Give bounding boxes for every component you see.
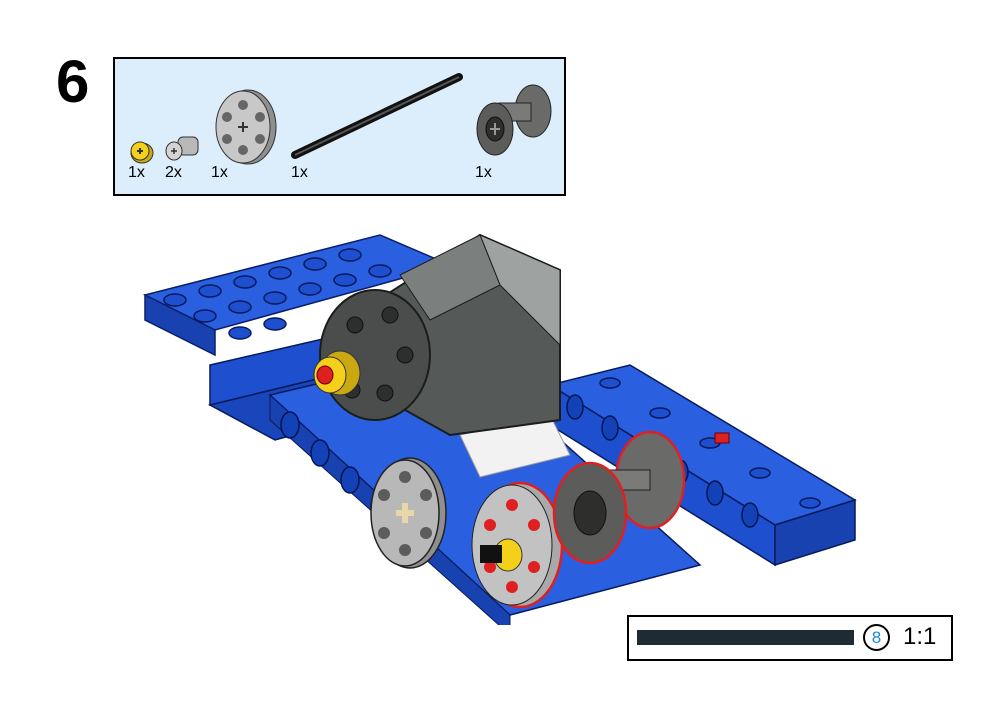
scale-ruler-box: 8 1:1: [627, 615, 953, 661]
scale-ratio: 1:1: [903, 623, 937, 650]
part-qty: 1x: [128, 164, 145, 181]
parts-list-panel: 1x 2x 1x 1x 1x: [113, 57, 566, 196]
step-number: 6: [56, 48, 90, 115]
axle-icon: [291, 73, 463, 159]
model-illustration: [142, 233, 857, 625]
part-qty: 1x: [475, 164, 492, 181]
part-qty: 1x: [211, 164, 228, 181]
scale-bar: [637, 630, 854, 645]
axle-pin-icon: [165, 136, 199, 161]
wheel-hub-icon: [476, 84, 552, 156]
wheel-icon: [215, 89, 277, 165]
yellow-bush-icon: [130, 141, 154, 164]
part-qty: 2x: [165, 164, 182, 181]
part-qty: 1x: [291, 164, 308, 181]
scale-length-badge: 8: [863, 624, 890, 651]
